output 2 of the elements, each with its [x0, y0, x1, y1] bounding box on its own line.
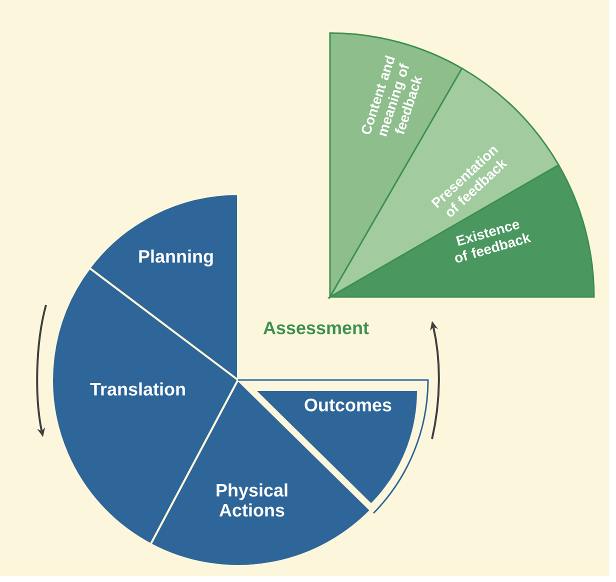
- heading: Assessment: [263, 322, 369, 334]
- pie-slice: Planning: [88, 193, 239, 381]
